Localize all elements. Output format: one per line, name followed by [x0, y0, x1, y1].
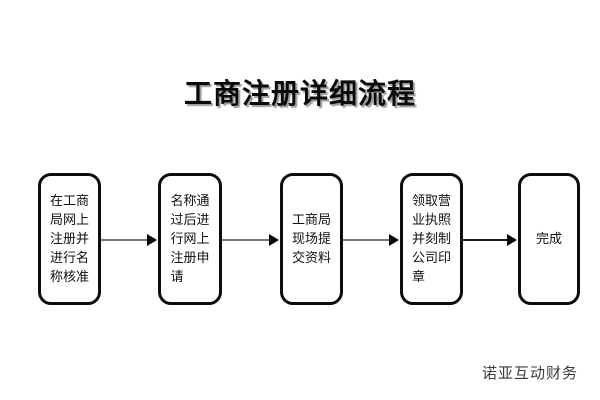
arrow-line-4 [463, 239, 509, 241]
arrow-head-1 [147, 234, 157, 246]
arrow-head-2 [269, 234, 279, 246]
flow-node-5[interactable]: 完成 [518, 173, 580, 305]
flow-node-2[interactable]: 名称通 过后进 行网上 注册申 请 [158, 173, 222, 305]
arrow-right-icon-2 [222, 232, 280, 248]
arrow-head-4 [507, 234, 517, 246]
arrow-line-1 [101, 239, 149, 241]
arrow-line-2 [222, 239, 271, 241]
arrow-right-icon-3 [343, 232, 400, 248]
arrow-head-3 [389, 234, 399, 246]
arrow-line-3 [343, 239, 391, 241]
flow-node-4-label: 领取营 业执照 并刻制 公司印 章 [411, 193, 451, 285]
arrow-right-icon-4 [463, 232, 518, 248]
page-title: 工商注册详细流程 [183, 77, 416, 110]
flow-node-1-label: 在工商 局网上 注册并 进行名 称核准 [49, 193, 89, 285]
watermark-text: 诺亚互动财务 [481, 364, 578, 382]
flow-node-1[interactable]: 在工商 局网上 注册并 进行名 称核准 [38, 173, 101, 305]
flow-node-5-label: 完成 [535, 231, 562, 247]
flow-node-3-label: 工商局 现场提 交资料 [291, 212, 331, 266]
arrow-right-icon-1 [101, 232, 158, 248]
flow-node-4[interactable]: 领取营 业执照 并刻制 公司印 章 [400, 173, 463, 305]
flow-node-3[interactable]: 工商局 现场提 交资料 [280, 173, 343, 305]
flow-node-2-label: 名称通 过后进 行网上 注册申 请 [170, 193, 210, 285]
